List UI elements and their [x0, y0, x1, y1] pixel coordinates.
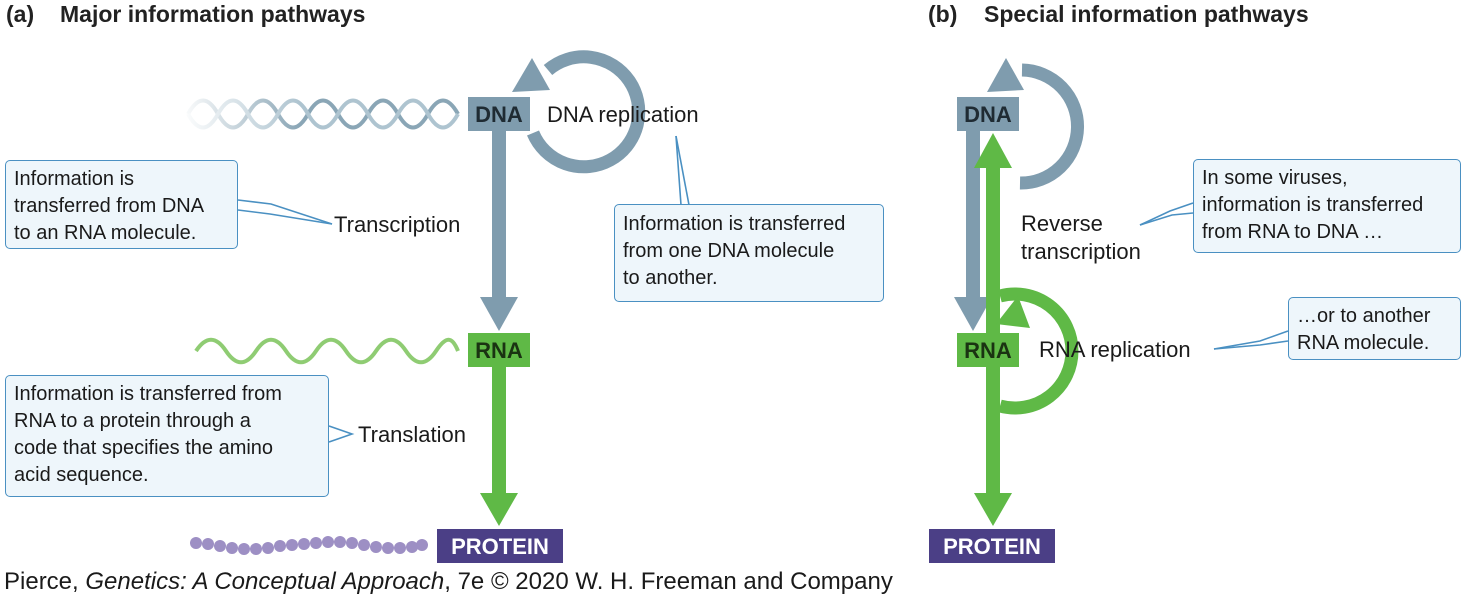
b-dna-box [957, 97, 1019, 131]
reverse-transcription-label-line1: Reverse [1021, 211, 1103, 236]
callout-rna-leader-2 [1213, 340, 1289, 350]
amino-acid-chain-icon [190, 536, 428, 555]
panel-b-title: Special information pathways [984, 1, 1309, 27]
callout-translation-leader [328, 425, 355, 443]
dna-helix-icon [180, 92, 460, 136]
reverse-transcription-label-line2: transcription [1021, 239, 1141, 264]
callout-transcription: Information is transferred from DNA to a… [5, 160, 238, 249]
b-rna-box [957, 333, 1019, 367]
callout-viruses-leader [1139, 202, 1194, 226]
callout-replication: Information is transferred from one DNA … [614, 204, 884, 302]
b-translation-arrow-shaft [986, 367, 1000, 495]
dna-replication-label: DNA replication [547, 102, 699, 127]
b-protein-box [929, 529, 1055, 563]
callout-transcription-leader-2 [237, 209, 333, 225]
credit-line: Pierce, Genetics: A Conceptual Approach,… [4, 568, 893, 596]
dna-replication-arrowhead [512, 58, 550, 92]
translation-label: Translation [358, 422, 466, 447]
b-rna-box-label: RNA [964, 338, 1012, 363]
b-protein-box-label: PROTEIN [943, 534, 1041, 559]
protein-box [437, 529, 563, 563]
b-dna-box-label: DNA [964, 102, 1012, 127]
protein-box-label: PROTEIN [451, 534, 549, 559]
callout-viruses: In some viruses, information is transfer… [1193, 159, 1461, 253]
credit-book-title: Genetics: A Conceptual Approach [85, 568, 445, 595]
b-transcription-arrowhead [954, 297, 992, 331]
transcription-arrowhead [480, 297, 518, 331]
callout-transcription-leader [237, 199, 333, 225]
rna-box-label: RNA [475, 338, 523, 363]
callout-rna-replication: …or to another RNA molecule. [1288, 297, 1461, 360]
transcription-arrow-shaft [492, 131, 506, 299]
callout-replication-leader-2 [675, 135, 690, 206]
panel-a-title: Major information pathways [60, 1, 365, 27]
dna-replication-loop [527, 50, 646, 174]
rna-box [468, 333, 530, 367]
credit-publisher: , 7e © 2020 W. H. Freeman and Company [444, 568, 893, 595]
callout-translation: Information is transferred from RNA to a… [5, 375, 329, 497]
b-dna-replication-arrowhead [987, 58, 1024, 92]
dna-box-label: DNA [475, 102, 523, 127]
translation-arrowhead [480, 493, 518, 526]
callout-rna-leader [1213, 330, 1289, 350]
panel-b-letter: (b) [928, 1, 957, 27]
b-translation-arrowhead [974, 493, 1012, 526]
reverse-transcription-arrow-shaft [986, 166, 1000, 333]
rna-replication-arrowhead [996, 296, 1030, 328]
reverse-transcription-arrowhead [974, 133, 1012, 168]
credit-author: Pierce, [4, 568, 86, 595]
rna-replication-loop [998, 287, 1079, 415]
rna-replication-label: RNA replication [1039, 337, 1191, 362]
rna-strand-icon [194, 337, 460, 365]
callout-viruses-leader-2 [1139, 212, 1194, 226]
translation-arrow-shaft [492, 367, 506, 495]
panel-a-letter: (a) [6, 1, 34, 27]
transcription-label: Transcription [334, 212, 460, 237]
dna-box [468, 97, 530, 131]
b-transcription-arrow-shaft [966, 131, 980, 299]
b-dna-replication-loop [1019, 63, 1084, 190]
